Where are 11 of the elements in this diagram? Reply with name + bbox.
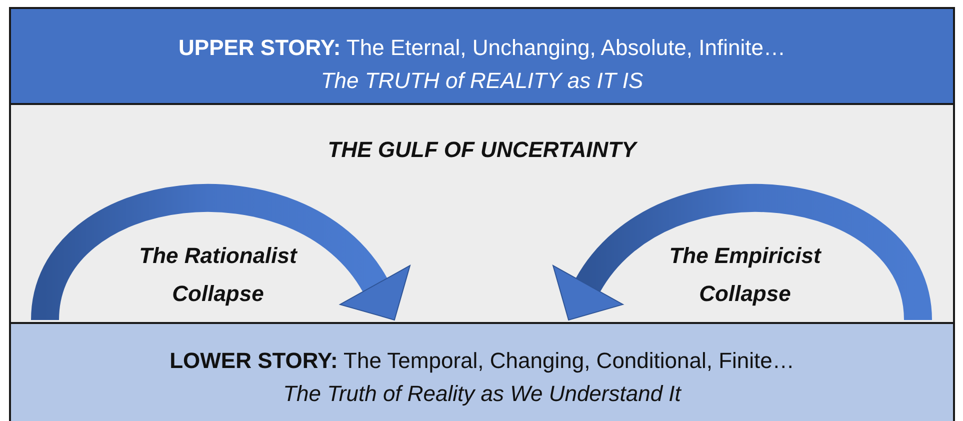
curved-arrow xyxy=(31,184,408,322)
story-band xyxy=(9,7,955,103)
story-band xyxy=(9,322,955,421)
band-subtitle: The Truth of Reality as We Understand It xyxy=(283,380,681,408)
curved-arrow xyxy=(555,184,932,322)
band-heading: UPPER STORY: The Eternal, Unchanging, Absolute, Infinite… xyxy=(178,34,786,62)
band-subtitle: The TRUTH of REALITY as IT IS xyxy=(320,67,644,95)
band-heading: LOWER STORY: The Temporal, Changing, Conditional, Finite… xyxy=(170,347,794,375)
edge-label: The Empiricist Collapse xyxy=(668,242,822,308)
edge-label: The Rationalist Collapse xyxy=(138,242,298,308)
band-heading: THE GULF OF UNCERTAINTY xyxy=(328,136,636,164)
